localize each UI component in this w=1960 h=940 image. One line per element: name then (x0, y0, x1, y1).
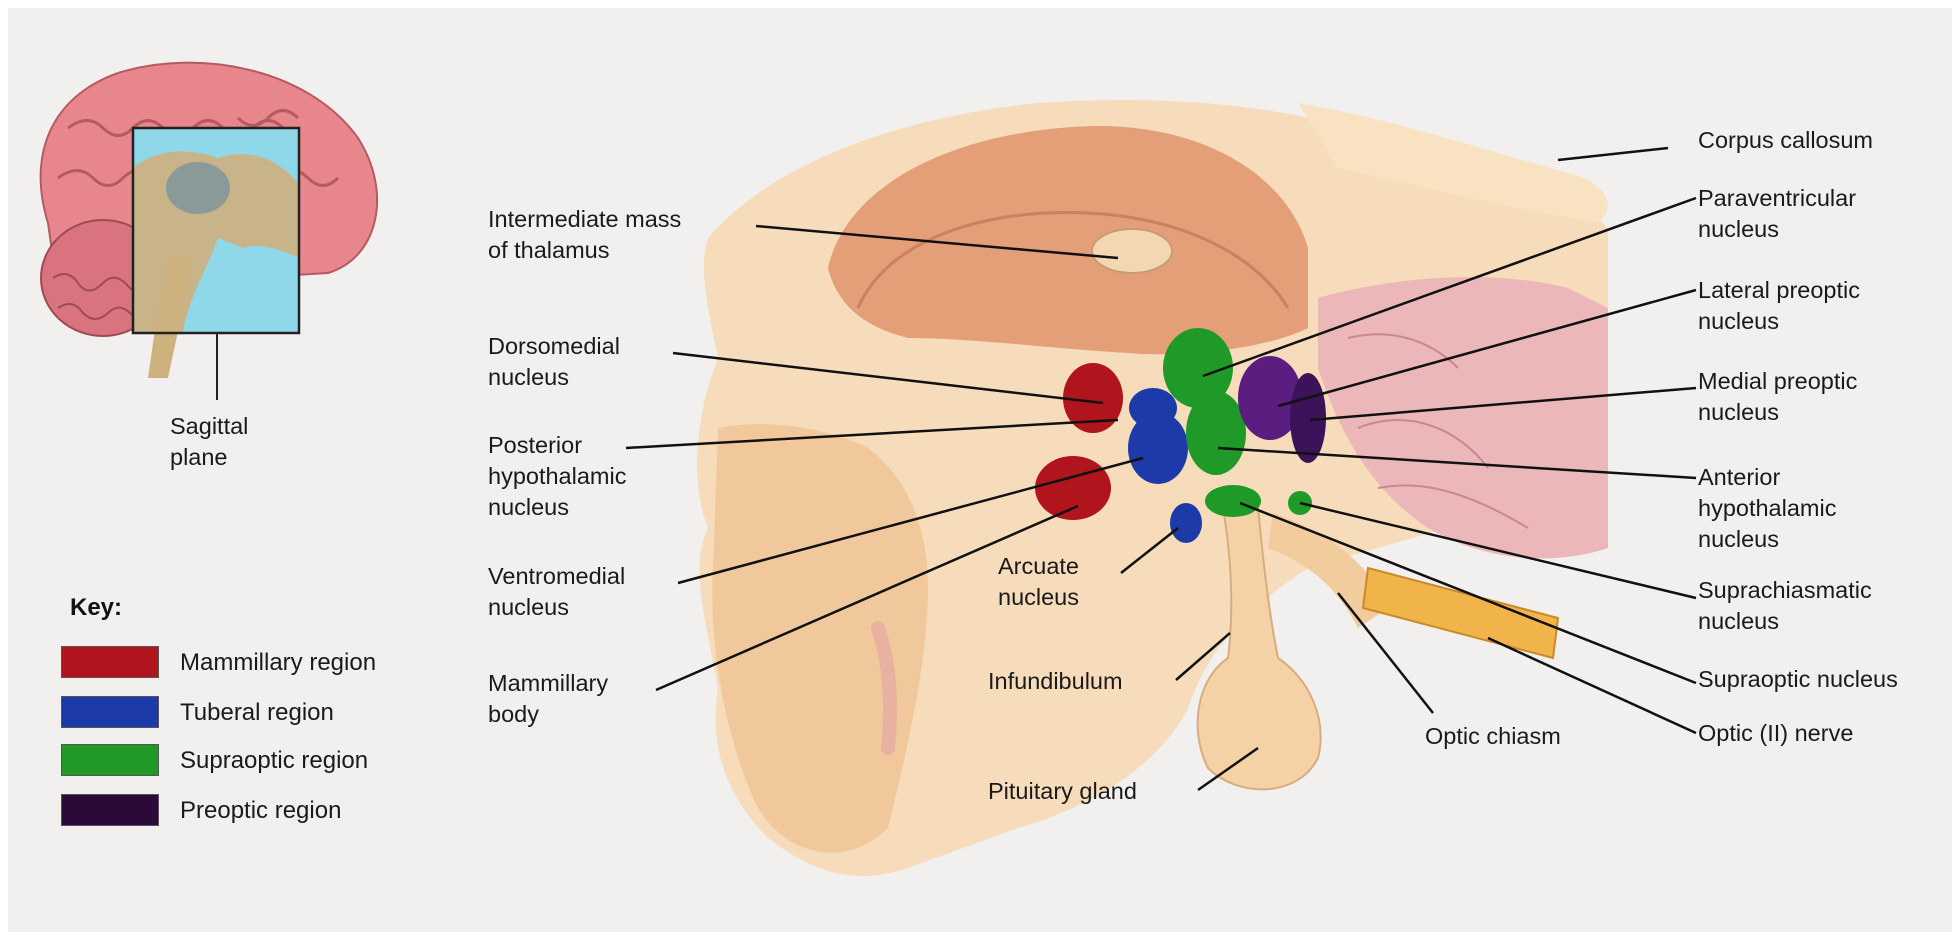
key-swatch-preoptic (61, 794, 159, 826)
key-label-mammillary: Mammillary region (180, 649, 377, 676)
supraoptic-nucleus-label: Supraoptic nucleus (1698, 666, 1898, 692)
lateral-preoptic-nucleus (1238, 356, 1302, 440)
sagittal-plane-label: Sagittal plane (170, 413, 249, 470)
optic-nerve-label: Optic (II) nerve (1698, 720, 1854, 746)
infundibulum-label: Infundibulum (988, 668, 1123, 694)
key-swatch-mammillary (61, 646, 159, 678)
key-label-supraoptic: Supraoptic region (180, 747, 369, 774)
main-sagittal-section (697, 100, 1608, 877)
mammillary-body-label: Mammillary body (488, 670, 609, 727)
key-label-preoptic: Preoptic region (180, 797, 342, 824)
hypothalamus-diagram: Sagittal plane Intermediate mass of thal… (8, 8, 1952, 932)
supraoptic-nucleus (1205, 485, 1261, 517)
anterior-hypothalamic-shape (1186, 391, 1246, 475)
leader-lines (625, 146, 1697, 792)
arcuate-nucleus-label: Arcuate nucleus (998, 553, 1079, 610)
anterior-hypothalamic-label: Anterior hypothalamic nucleus (1698, 464, 1837, 552)
intermediate-mass-label: Intermediate mass of thalamus (488, 206, 682, 263)
optic-chiasm-label: Optic chiasm (1425, 723, 1561, 749)
ventromedial-nucleus-label: Ventromedial nucleus (488, 563, 626, 620)
key-swatch-tuberal (61, 696, 159, 728)
dorsomedial-nucleus (1063, 363, 1123, 433)
paraventricular-nucleus-label: Paraventricular nucleus (1698, 185, 1857, 242)
arcuate-nucleus (1170, 503, 1202, 543)
hypothalamic-nuclei (1035, 328, 1326, 543)
anatomy-illustration (39, 61, 1697, 877)
inset-brain (39, 61, 379, 400)
posterior-hypothalamic-label: Posterior hypothalamic nucleus (488, 432, 627, 520)
medial-preoptic-label: Medial preoptic nucleus (1698, 368, 1858, 425)
key-title: Key: (70, 594, 123, 621)
ventromedial-nucleus (1128, 412, 1188, 484)
corpus-callosum-label: Corpus callosum (1698, 127, 1874, 153)
key-swatch-supraoptic (61, 744, 159, 776)
paraventricular-nucleus (1163, 328, 1233, 408)
key-label-tuberal: Tuberal region (180, 699, 334, 726)
lateral-preoptic-label: Lateral preoptic nucleus (1698, 277, 1860, 334)
pituitary-gland-label: Pituitary gland (988, 778, 1137, 804)
suprachiasmatic-label: Suprachiasmatic nucleus (1698, 577, 1872, 634)
dorsomedial-nucleus-label: Dorsomedial nucleus (488, 333, 620, 390)
mammillary-body-shape (1035, 456, 1111, 520)
